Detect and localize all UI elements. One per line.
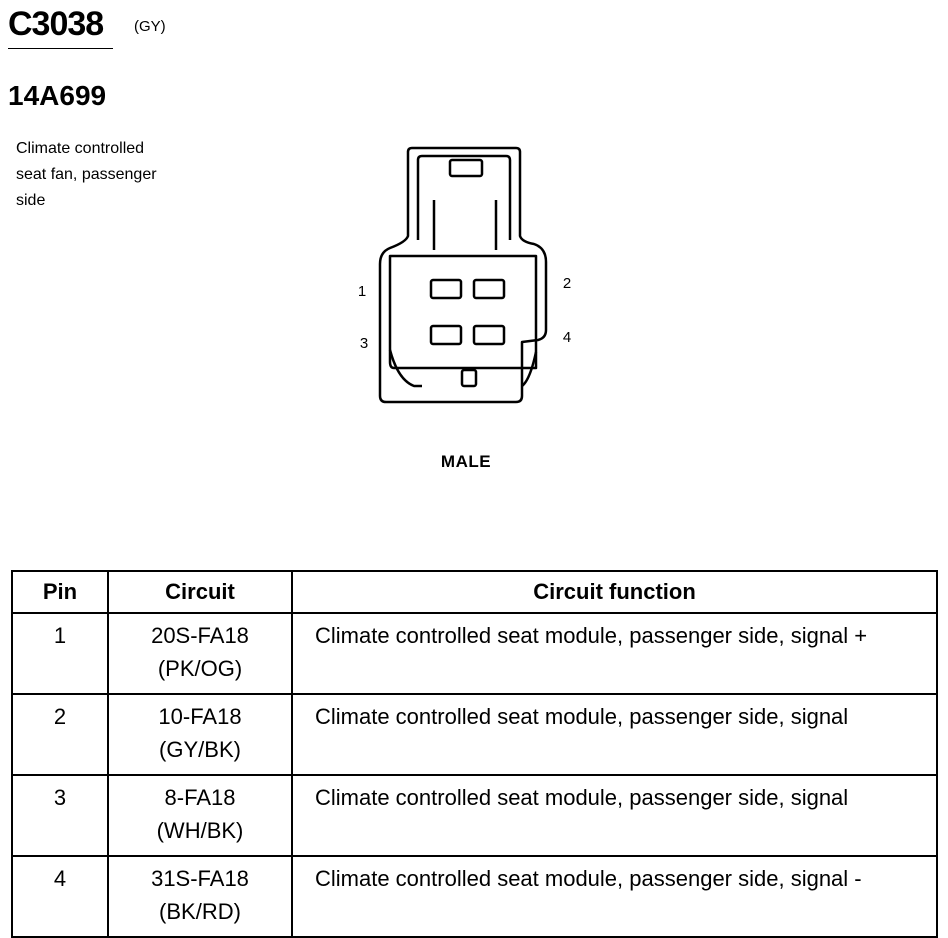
circuit-cell: 8-FA18 (WH/BK) <box>107 774 293 857</box>
circuit-wire-color: (GY/BK) <box>159 737 241 762</box>
pin-label-3: 3 <box>360 335 368 352</box>
face-outline <box>388 254 538 370</box>
pin-cavity-1 <box>429 278 463 300</box>
latch-frame <box>416 154 512 240</box>
pin-label-4: 4 <box>563 329 571 346</box>
table-row: 3 8-FA18 (WH/BK) Climate controlled seat… <box>11 774 938 857</box>
connector-id: C3038 <box>8 5 104 43</box>
circuit-wire-color: (BK/RD) <box>159 899 241 924</box>
pin-number: 3 <box>11 774 109 857</box>
bottom-key <box>460 368 478 388</box>
connector-id-underline <box>8 48 113 49</box>
table-row: 4 31S-FA18 (BK/RD) Climate controlled se… <box>11 855 938 938</box>
table-header-row: Pin Circuit Circuit function <box>11 570 938 614</box>
description-line: seat fan, passenger <box>16 166 157 183</box>
header-circuit: Circuit <box>107 570 293 614</box>
latch-tab <box>448 158 484 178</box>
circuit-cell: 10-FA18 (GY/BK) <box>107 693 293 776</box>
pin-number: 4 <box>11 855 109 938</box>
housing-outline <box>378 146 548 404</box>
circuit-wire-color: (PK/OG) <box>157 656 243 681</box>
pin-label-2: 2 <box>563 275 571 292</box>
circuit-cell: 31S-FA18 (BK/RD) <box>107 855 293 938</box>
connector-gender-label: MALE <box>440 452 492 471</box>
circuit-wire-color: (WH/BK) <box>156 818 244 843</box>
description-line: Climate controlled <box>16 140 145 157</box>
circuit-function: Climate controlled seat module, passenge… <box>291 693 938 776</box>
part-number: 14A699 <box>8 80 107 111</box>
circuit-function: Climate controlled seat module, passenge… <box>291 774 938 857</box>
circuit-function: Climate controlled seat module, passenge… <box>291 855 938 938</box>
circuit-code: 20S-FA18 <box>151 623 249 648</box>
pin-cavity-4 <box>472 324 506 346</box>
circuit-function: Climate controlled seat module, passenge… <box>291 612 938 695</box>
header-pin: Pin <box>11 570 109 614</box>
pin-number: 2 <box>11 693 109 776</box>
table-row: 1 20S-FA18 (PK/OG) Climate controlled se… <box>11 612 938 695</box>
bottom-rib-left <box>388 349 422 388</box>
table-row: 2 10-FA18 (GY/BK) Climate controlled sea… <box>11 693 938 776</box>
pin-number: 1 <box>11 612 109 695</box>
circuit-code: 8-FA18 <box>164 785 236 810</box>
description-line: side <box>16 192 46 209</box>
connector-description: Climate controlled seat fan, passenger s… <box>16 136 196 214</box>
connector-face-diagram: 1 2 3 4 <box>358 146 571 404</box>
circuit-cell: 20S-FA18 (PK/OG) <box>107 612 293 695</box>
pin-cavity-2 <box>472 278 506 300</box>
circuit-code: 31S-FA18 <box>151 866 249 891</box>
connector-color-code: (GY) <box>134 18 166 35</box>
pin-label-1: 1 <box>358 283 366 300</box>
pin-cavity-3 <box>429 324 463 346</box>
header-circuit-function: Circuit function <box>291 570 938 614</box>
bottom-rib-right <box>521 351 538 387</box>
circuit-code: 10-FA18 <box>158 704 242 729</box>
pinout-table: Pin Circuit Circuit function 1 20S-FA18 … <box>11 570 938 938</box>
